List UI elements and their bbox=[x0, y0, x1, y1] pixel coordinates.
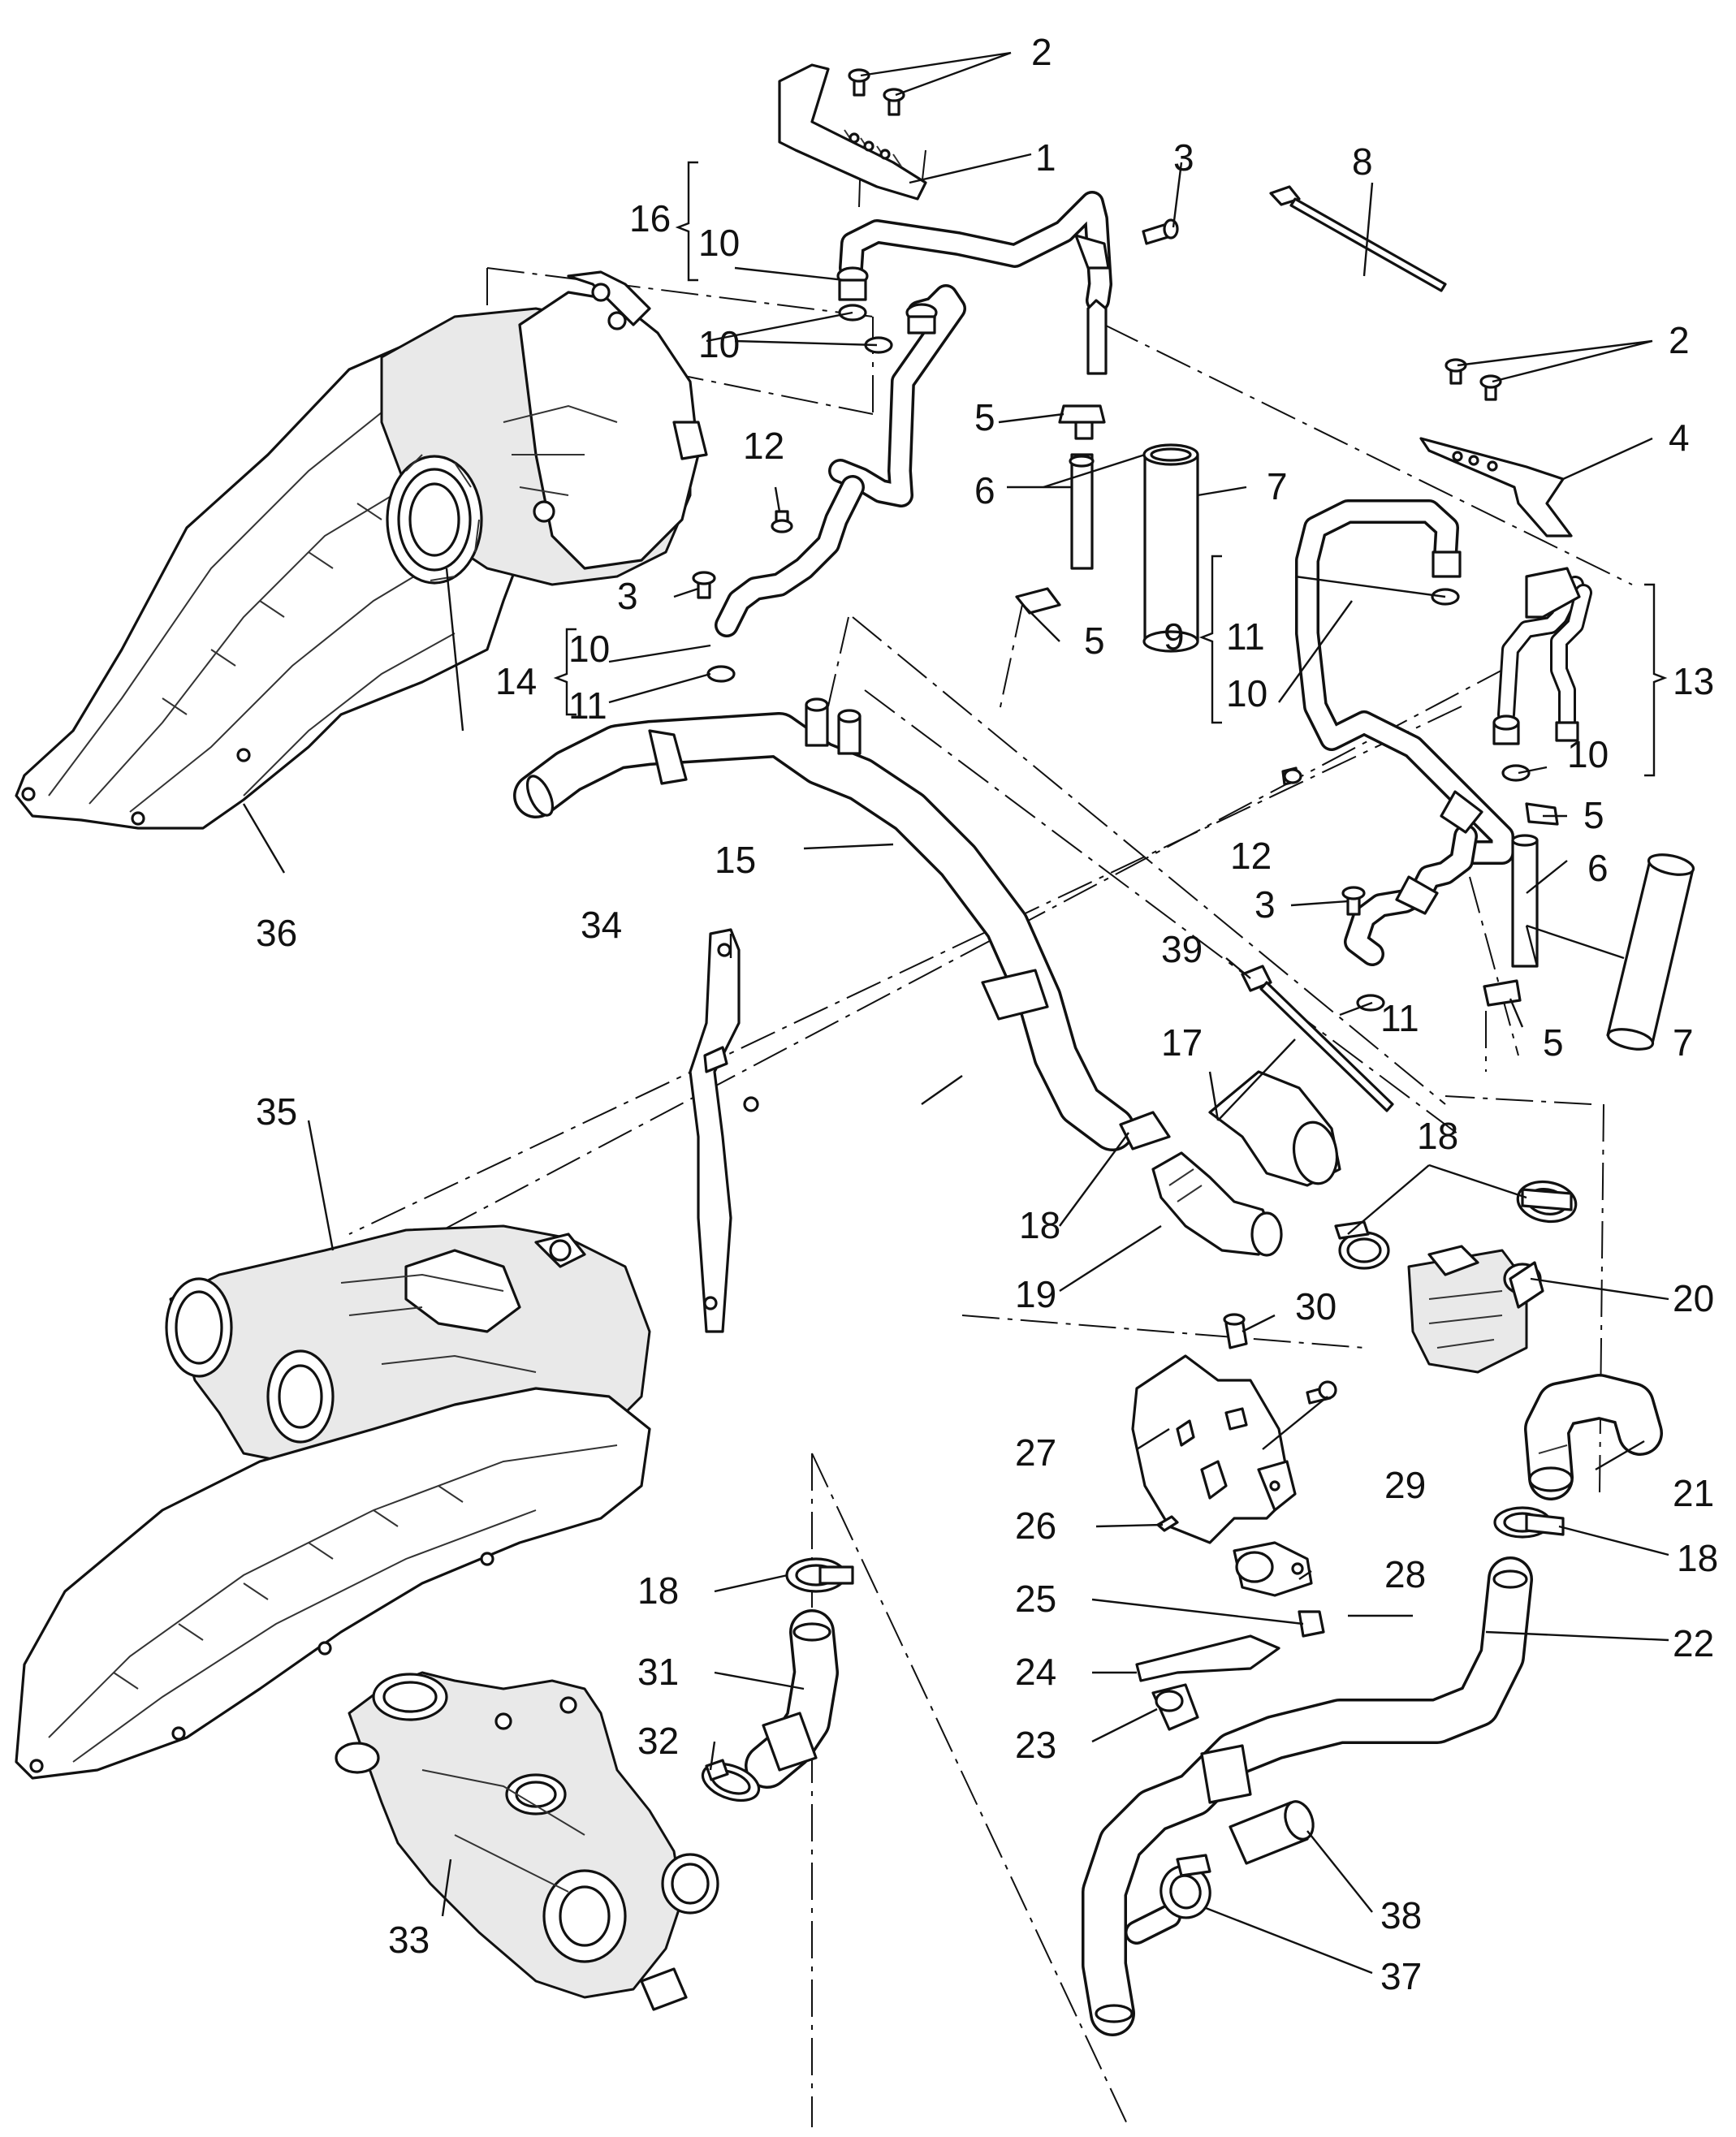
bolt-3-upper bbox=[1142, 218, 1179, 245]
callout-18: 18 bbox=[1019, 1204, 1060, 1246]
bracket-4 bbox=[1419, 358, 1573, 537]
callout-18: 18 bbox=[637, 1569, 679, 1612]
electric-coolant-pump-20 bbox=[1407, 1245, 1544, 1374]
bolt-3-left bbox=[692, 571, 716, 599]
alignment-lines bbox=[348, 149, 1633, 2128]
callout-7: 7 bbox=[1673, 1021, 1694, 1064]
callout-23: 23 bbox=[1015, 1724, 1056, 1766]
bolt-30 bbox=[1223, 1313, 1248, 1349]
hose-6-lower bbox=[1483, 802, 1559, 1007]
callout-34: 34 bbox=[581, 904, 622, 946]
bolts-2-upper bbox=[848, 68, 905, 116]
callout-9: 9 bbox=[1164, 615, 1185, 658]
sleeve-7-lower bbox=[1606, 853, 1695, 1051]
callout-11: 11 bbox=[1226, 615, 1265, 658]
callout-11: 11 bbox=[1380, 997, 1419, 1039]
callout-5: 5 bbox=[974, 396, 995, 438]
cable-tie-8 bbox=[1269, 185, 1447, 292]
grommet-28 bbox=[1233, 1541, 1313, 1597]
coolant-pipe-22 bbox=[1082, 1556, 1533, 2036]
hose-31 bbox=[745, 1609, 839, 1789]
callout-labels: 1 2 2 3 3 3 4 5 5 5 5 6 6 7 7 8 9 10 10 … bbox=[256, 31, 1718, 1997]
group-braces bbox=[553, 161, 1668, 777]
callout-30: 30 bbox=[1295, 1285, 1337, 1328]
callout-3: 3 bbox=[617, 575, 638, 617]
callout-6: 6 bbox=[1587, 847, 1609, 889]
callout-3: 3 bbox=[1254, 883, 1276, 926]
bolts-right-middle bbox=[1281, 766, 1366, 916]
callout-10: 10 bbox=[1567, 733, 1609, 775]
callout-11: 11 bbox=[568, 684, 607, 727]
callout-16: 16 bbox=[629, 197, 671, 240]
clip-24 bbox=[1135, 1634, 1280, 1682]
hose-19 bbox=[1151, 1151, 1283, 1257]
callout-12: 12 bbox=[743, 425, 784, 467]
callout-3: 3 bbox=[1173, 136, 1194, 179]
clamps-18 bbox=[785, 1111, 1578, 1593]
bolt-12-left bbox=[771, 510, 793, 533]
callout-10: 10 bbox=[698, 323, 740, 365]
callout-26: 26 bbox=[1015, 1505, 1056, 1547]
coolant-pipe-9 bbox=[1295, 499, 1514, 966]
callout-10: 10 bbox=[698, 222, 740, 264]
hose-17 bbox=[1208, 1070, 1341, 1187]
callout-2: 2 bbox=[1031, 31, 1052, 73]
callout-22: 22 bbox=[1673, 1622, 1714, 1664]
callout-10: 10 bbox=[568, 628, 610, 670]
callout-29: 29 bbox=[1384, 1464, 1426, 1506]
callout-31: 31 bbox=[637, 1651, 679, 1693]
coolant-pipe-13 bbox=[1492, 567, 1592, 745]
cable-tie-39 bbox=[1241, 965, 1394, 1112]
callout-4: 4 bbox=[1669, 417, 1690, 459]
callout-20: 20 bbox=[1673, 1277, 1714, 1319]
callout-2: 2 bbox=[1669, 319, 1690, 361]
nut-25 bbox=[1298, 1610, 1325, 1638]
callout-24: 24 bbox=[1015, 1651, 1056, 1693]
sleeve-7-upper bbox=[1142, 443, 1199, 653]
callout-1: 1 bbox=[1035, 136, 1056, 179]
callout-15: 15 bbox=[715, 839, 756, 881]
callout-17: 17 bbox=[1161, 1021, 1203, 1064]
callout-28: 28 bbox=[1384, 1553, 1426, 1595]
callout-14: 14 bbox=[495, 660, 537, 702]
hose-6-upper bbox=[1015, 404, 1106, 615]
bracket-34 bbox=[689, 928, 759, 1333]
callout-37: 37 bbox=[1380, 1955, 1422, 1997]
coolant-pipe-16 bbox=[715, 191, 1112, 637]
hose-21 bbox=[1524, 1374, 1663, 1500]
callout-25: 25 bbox=[1015, 1578, 1056, 1620]
hose-38 bbox=[1229, 1800, 1315, 1865]
callout-18: 18 bbox=[1677, 1537, 1718, 1579]
bolt-29 bbox=[1306, 1380, 1337, 1405]
leader-lines bbox=[242, 51, 1669, 1975]
coolant-housing-33 bbox=[335, 1671, 719, 2011]
callout-10: 10 bbox=[1226, 672, 1267, 714]
clamp-37 bbox=[1159, 1854, 1211, 1919]
upper-bracket bbox=[778, 63, 927, 201]
callout-35: 35 bbox=[256, 1090, 297, 1133]
clamp-23 bbox=[1151, 1683, 1199, 1731]
callout-8: 8 bbox=[1352, 140, 1373, 183]
callout-18: 18 bbox=[1417, 1115, 1458, 1157]
callout-39: 39 bbox=[1161, 928, 1203, 970]
pump-bracket-27 bbox=[1131, 1354, 1297, 1544]
turbocharger-exhaust-manifold-lower bbox=[15, 1224, 651, 1780]
callout-7: 7 bbox=[1267, 465, 1288, 507]
callout-36: 36 bbox=[256, 912, 297, 954]
callout-5: 5 bbox=[1543, 1021, 1564, 1064]
callout-12: 12 bbox=[1230, 835, 1272, 877]
callout-6: 6 bbox=[974, 469, 995, 512]
coolant-pipe-15 bbox=[513, 697, 1135, 1151]
callout-27: 27 bbox=[1015, 1431, 1056, 1474]
callout-13: 13 bbox=[1673, 660, 1714, 702]
callout-32: 32 bbox=[637, 1720, 679, 1762]
callout-19: 19 bbox=[1015, 1273, 1056, 1315]
turbocharger-exhaust-manifold-upper bbox=[15, 270, 708, 830]
callout-38: 38 bbox=[1380, 1894, 1422, 1936]
callout-21: 21 bbox=[1673, 1472, 1714, 1514]
callout-5: 5 bbox=[1084, 620, 1105, 662]
callout-5: 5 bbox=[1583, 794, 1604, 836]
callout-33: 33 bbox=[388, 1919, 430, 1961]
